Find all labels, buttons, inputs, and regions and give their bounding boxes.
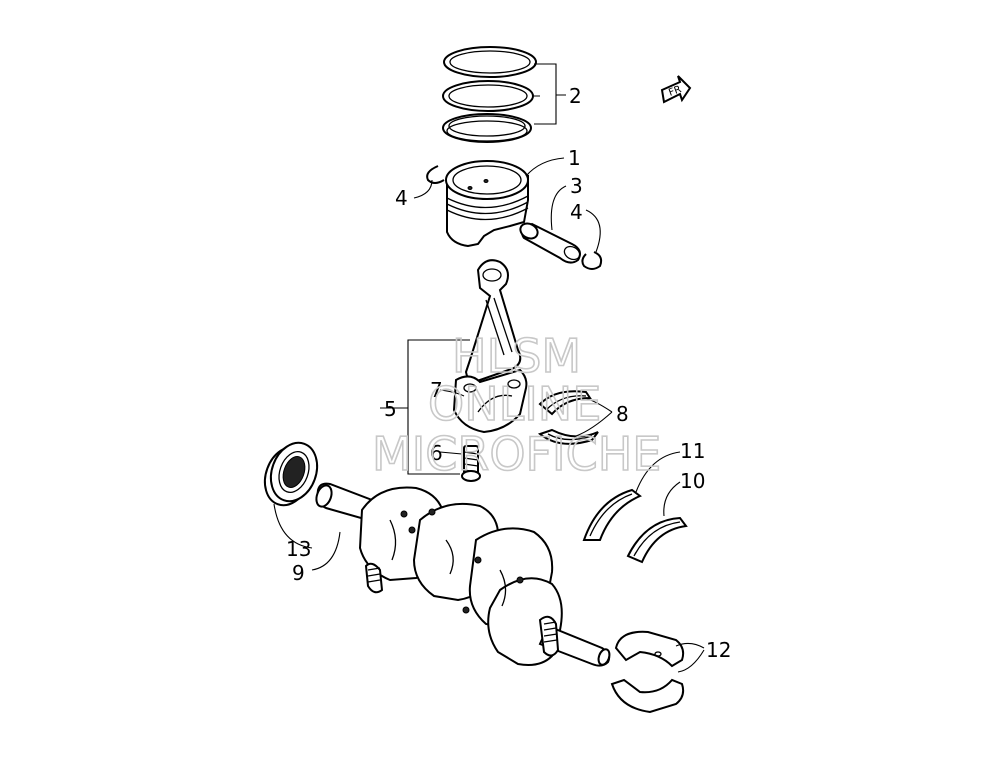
callout-6: 6 xyxy=(430,441,443,465)
callout-7: 7 xyxy=(430,378,443,402)
callout-2: 2 xyxy=(569,84,582,108)
watermark-line-1: HLSM xyxy=(452,329,581,383)
rod-bearing-upper[interactable] xyxy=(538,390,592,416)
crankshaft[interactable] xyxy=(314,482,612,667)
circlip-right[interactable] xyxy=(581,251,603,270)
thrust-washer-11[interactable] xyxy=(582,488,642,541)
callout-4-left: 4 xyxy=(395,186,408,210)
watermark: HLSM ONLINE MICROFICHE xyxy=(371,328,662,482)
connecting-rod-cap[interactable] xyxy=(452,368,528,434)
cap-bolt[interactable] xyxy=(461,445,481,482)
piston-pin[interactable] xyxy=(518,221,582,264)
callout-8: 8 xyxy=(616,402,629,426)
callout-3: 3 xyxy=(570,174,583,198)
callout-5: 5 xyxy=(384,397,397,421)
piston-rings[interactable] xyxy=(442,46,537,143)
piston[interactable] xyxy=(445,160,529,248)
callout-labels: 2 1 3 4 4 5 7 6 8 11 10 12 13 9 xyxy=(286,84,731,662)
oil-seal[interactable] xyxy=(257,436,325,511)
leader-lines xyxy=(273,63,705,673)
callout-13: 13 xyxy=(286,537,311,561)
callout-12: 12 xyxy=(706,638,731,662)
rod-bearing-lower[interactable] xyxy=(537,428,599,445)
callout-4-right: 4 xyxy=(570,200,583,224)
watermark-line-3: MICROFICHE xyxy=(372,427,661,481)
callout-1: 1 xyxy=(568,146,581,170)
front-direction-arrow: FR xyxy=(660,75,692,104)
watermark-line-2: ONLINE xyxy=(428,377,601,431)
circlip-left[interactable] xyxy=(426,165,445,184)
thrust-washer-10[interactable] xyxy=(626,516,688,564)
main-bearing[interactable] xyxy=(610,630,685,714)
callout-10: 10 xyxy=(680,469,705,493)
callout-9: 9 xyxy=(292,561,305,585)
callout-11: 11 xyxy=(680,439,705,463)
direction-label: FR xyxy=(667,84,683,99)
